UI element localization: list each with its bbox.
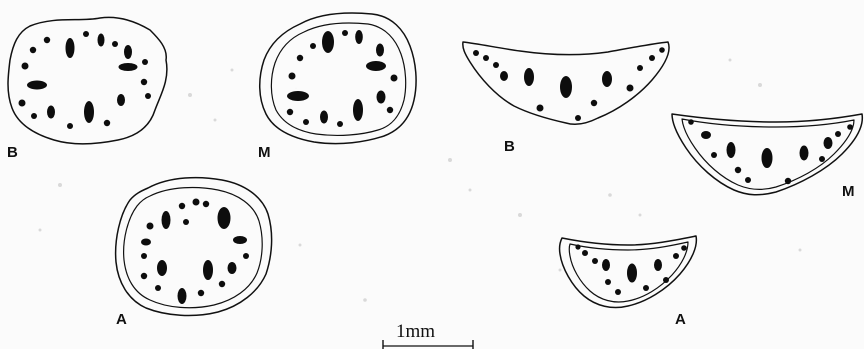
label-round-b: B [7,144,18,161]
label-crescent-a: A [675,311,686,328]
label-round-a: A [116,311,127,328]
round-section-b-bundles [19,31,152,129]
round-section-a [116,178,272,316]
crescent-section-b-bundles [473,47,665,121]
label-crescent-b: B [504,138,515,155]
scale-bar: 1mm [383,321,473,349]
label-crescent-m: M [842,183,855,200]
round-section-b [8,17,167,143]
round-section-m [260,13,416,144]
crescent-section-m [672,114,862,195]
crescent-section-a-bundles [575,244,686,295]
crescent-section-a [560,236,697,308]
scale-bar-label: 1mm [396,321,435,342]
round-section-a-inner-outline [124,188,263,308]
round-section-m-bundles [287,30,398,127]
crescent-section-m-bundles [688,119,853,184]
round-section-a-bundles [141,199,249,305]
round-section-a-outer-outline [116,178,272,316]
crescent-section-b [463,42,669,124]
label-round-m: M [258,144,271,161]
